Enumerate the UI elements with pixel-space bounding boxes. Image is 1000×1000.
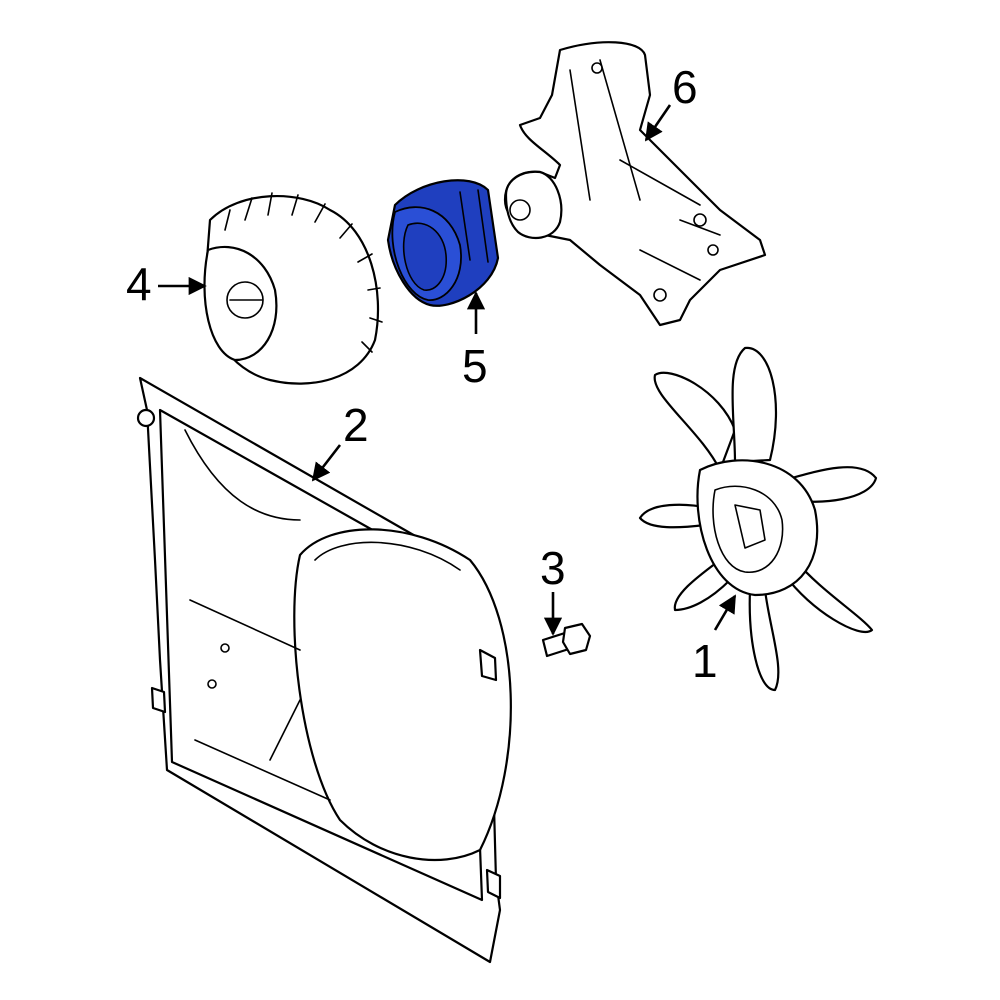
callout-2: 2	[343, 399, 369, 451]
callout-4: 4	[126, 258, 152, 310]
bolt	[541, 622, 592, 658]
fan-clutch	[203, 192, 383, 385]
callout-6: 6	[672, 61, 698, 113]
fan-blade	[638, 346, 878, 692]
water-pump-bracket	[503, 41, 767, 327]
pulley-highlighted	[386, 179, 500, 307]
callout-3: 3	[540, 542, 566, 594]
callout-5: 5	[462, 340, 488, 392]
callout-1: 1	[692, 635, 718, 687]
leader-lines	[158, 104, 737, 636]
fan-shroud	[136, 376, 512, 964]
